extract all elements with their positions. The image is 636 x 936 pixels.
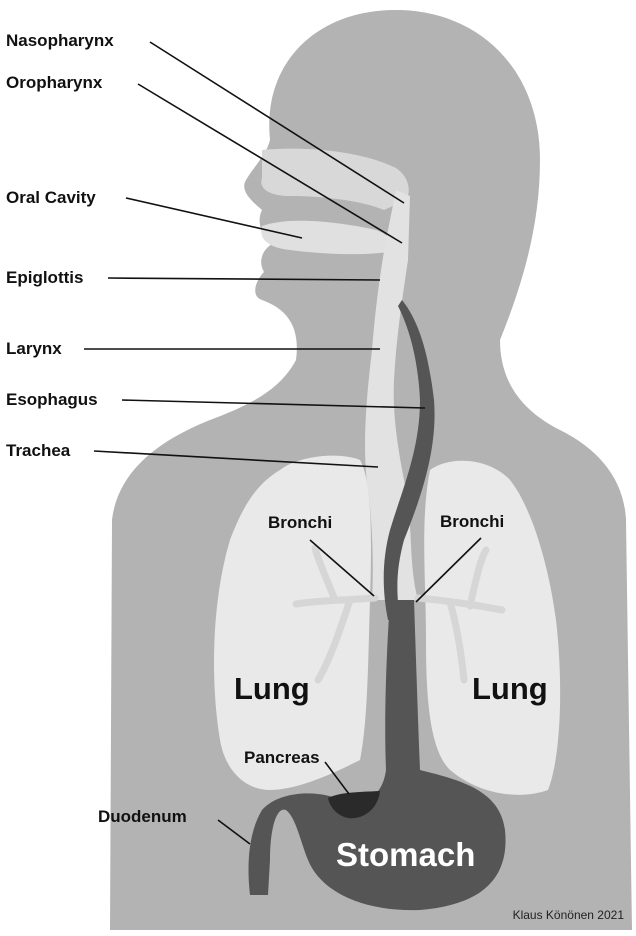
label-esophagus: Esophagus [6, 390, 98, 409]
label-oropharynx: Oropharynx [6, 73, 103, 92]
label-oral-cavity: Oral Cavity [6, 188, 96, 207]
leader-lines [84, 41, 482, 845]
label-stomach: Stomach [336, 836, 476, 873]
credit-text: Klaus Könönen 2021 [512, 908, 624, 922]
label-lung-right: Lung [472, 671, 548, 706]
label-larynx: Larynx [6, 339, 62, 358]
nasal-cavity [261, 148, 409, 210]
stomach-shape [248, 770, 506, 911]
label-bronchi-right: Bronchi [440, 512, 505, 531]
left-lung [214, 455, 371, 790]
label-duodenum: Duodenum [98, 807, 187, 826]
esophagus-shape [383, 300, 435, 620]
esophagus-lower [385, 600, 420, 770]
label-nasopharynx: Nasopharynx [6, 31, 114, 50]
label-lung-left: Lung [234, 671, 310, 706]
label-trachea: Trachea [6, 441, 71, 460]
right-lung [424, 460, 561, 795]
pancreas-shape [328, 791, 380, 819]
label-pancreas: Pancreas [244, 748, 320, 767]
oral-cavity-shape [261, 220, 393, 255]
label-bronchi-left: Bronchi [268, 513, 333, 532]
label-epiglottis: Epiglottis [6, 268, 84, 287]
bronchial-tree [292, 544, 506, 684]
